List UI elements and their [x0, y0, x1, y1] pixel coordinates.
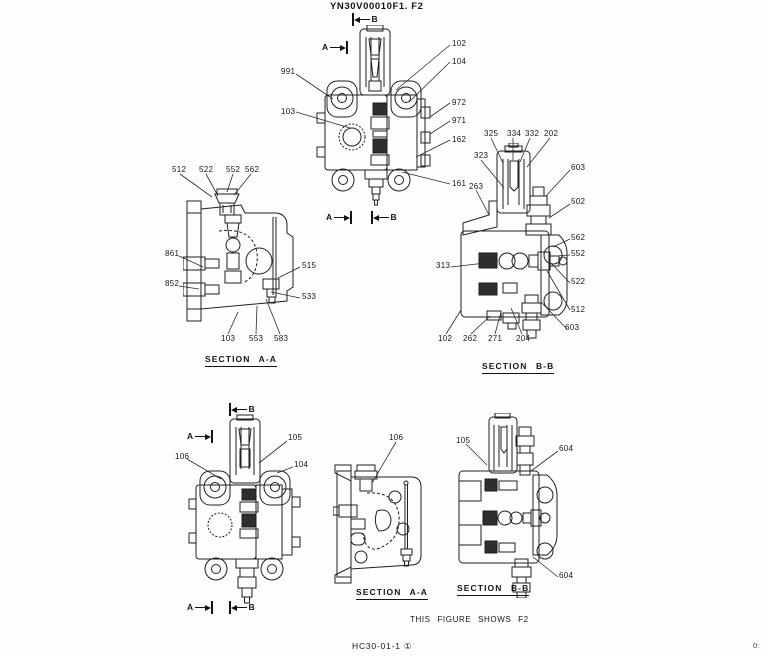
callout-bbbot-105: 105: [456, 436, 471, 445]
arrow-right-icon: [205, 604, 212, 611]
arrow-shaft: [236, 606, 247, 609]
arrow-right-icon: [205, 433, 212, 440]
callout-aabot-106: 106: [389, 433, 404, 442]
section-marker-a-bottom-bl: A: [185, 601, 213, 614]
callout-aamid-552: 552: [226, 165, 241, 174]
section-marker-b-bottom: B: [371, 211, 399, 224]
marker-letter-a: A: [322, 42, 329, 53]
callout-top-102: 102: [452, 39, 467, 48]
callout-bbmid-334: 334: [507, 129, 522, 138]
section-line-tick: [371, 211, 373, 224]
arrow-shaft: [330, 46, 341, 49]
arrow-shaft: [195, 435, 206, 438]
callout-top-161: 161: [452, 179, 467, 188]
marker-letter-b: B: [371, 14, 378, 25]
callout-bl-106: 106: [175, 452, 190, 461]
section-bb-mid-drawing: [460, 143, 568, 339]
arrow-left-icon: [353, 16, 360, 23]
marker-letter-a: A: [187, 602, 194, 613]
marker-letter-a: A: [187, 431, 194, 442]
section-bb-label-mid: SECTION B-B: [482, 361, 555, 374]
callout-aamid-861: 861: [165, 249, 180, 258]
section-line-tick: [350, 211, 352, 224]
arrow-shaft: [359, 18, 370, 21]
section-line-tick: [229, 403, 231, 416]
callout-bl-105: 105: [288, 433, 303, 442]
callout-bbmid-263: 263: [469, 182, 484, 191]
arrow-shaft: [236, 408, 247, 411]
section-line-tick: [346, 41, 348, 54]
section-aa-label-bottom: SECTION A-A: [356, 587, 429, 600]
arrow-shaft: [195, 606, 206, 609]
callout-bbmid-512: 512: [571, 305, 586, 314]
callout-bbmid-562: 562: [571, 233, 586, 242]
callout-top-971: 971: [452, 116, 467, 125]
arrow-right-icon: [340, 44, 347, 51]
callout-bbmid-552: 552: [571, 249, 586, 258]
page-title: YN30V00010F1. F2: [330, 1, 424, 12]
arrow-left-icon: [230, 406, 237, 413]
callout-bbmid-202: 202: [544, 129, 559, 138]
marker-letter-b: B: [248, 602, 255, 613]
arrow-left-icon: [372, 214, 379, 221]
arrow-shaft: [378, 216, 389, 219]
section-line-tick: [229, 601, 231, 614]
section-marker-a-left: A: [320, 41, 348, 54]
section-aa-label-mid: SECTION A-A: [205, 354, 278, 367]
figure-note: THIS FIGURE SHOWS F2: [410, 615, 529, 624]
callout-bbmid-502: 502: [571, 197, 586, 206]
section-marker-b-top: B: [352, 13, 380, 26]
section-bb-label-bottom: SECTION B-B: [457, 583, 530, 596]
section-marker-b-bottom-bl: B: [229, 601, 257, 614]
callout-top-972: 972: [452, 98, 467, 107]
page-corner-mark: 0:: [753, 641, 760, 650]
callout-aamid-522: 522: [199, 165, 214, 174]
callout-bbmid-102: 102: [438, 334, 453, 343]
callout-bbmid-323: 323: [474, 151, 489, 160]
section-line-tick: [211, 430, 213, 443]
callout-bbmid-603b: 603: [565, 323, 580, 332]
callout-bbmid-204: 204: [516, 334, 531, 343]
callout-bbmid-522: 522: [571, 277, 586, 286]
section-aa-bottom-drawing: [333, 464, 422, 584]
callout-aamid-512: 512: [172, 165, 187, 174]
callout-bbbot-604b: 604: [559, 571, 574, 580]
section-marker-a-left-bl: A: [185, 430, 213, 443]
arrow-shaft: [334, 216, 345, 219]
callout-aamid-533: 533: [302, 292, 317, 301]
callout-bbmid-603a: 603: [571, 163, 586, 172]
callout-top-991: 991: [281, 67, 296, 76]
callout-bbmid-332: 332: [525, 129, 540, 138]
arrow-left-icon: [230, 604, 237, 611]
callout-bbmid-262: 262: [463, 334, 478, 343]
doc-number: HC30-01-1 ①: [352, 641, 413, 651]
section-aa-mid-drawing: [183, 188, 294, 322]
callout-aamid-852: 852: [165, 279, 180, 288]
arrow-right-icon: [344, 214, 351, 221]
callout-bl-104: 104: [294, 460, 309, 469]
section-line-tick: [211, 601, 213, 614]
callout-aamid-515: 515: [302, 261, 317, 270]
callout-top-103: 103: [281, 107, 296, 116]
valve-front-view-bottom-drawing: [188, 414, 301, 604]
callout-aamid-103: 103: [221, 334, 236, 343]
callout-aamid-553: 553: [249, 334, 264, 343]
marker-letter-b: B: [248, 404, 255, 415]
section-marker-b-top-bl: B: [229, 403, 257, 416]
section-marker-a-bottom: A: [324, 211, 352, 224]
callout-aamid-562: 562: [245, 165, 260, 174]
marker-letter-a: A: [326, 212, 333, 223]
callout-bbmid-313: 313: [436, 261, 451, 270]
callout-bbmid-325: 325: [484, 129, 499, 138]
callout-top-162: 162: [452, 135, 467, 144]
section-line-tick: [352, 13, 354, 26]
callout-aamid-583: 583: [274, 334, 289, 343]
callout-bbbot-604a: 604: [559, 444, 574, 453]
marker-letter-b: B: [390, 212, 397, 223]
callout-top-104: 104: [452, 57, 467, 66]
callout-bbmid-271: 271: [488, 334, 503, 343]
